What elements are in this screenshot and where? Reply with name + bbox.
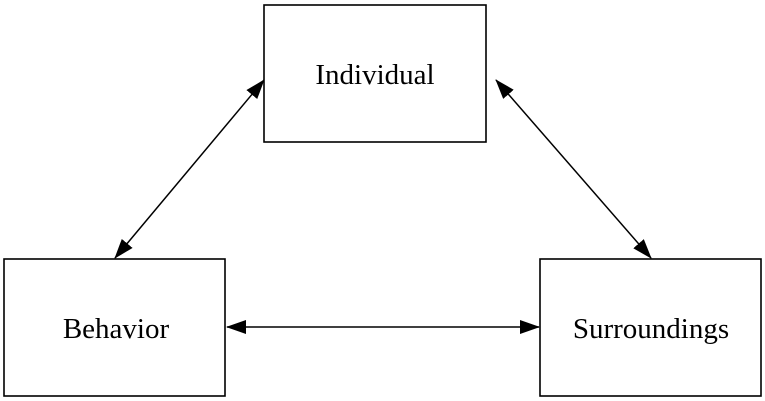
node-individual-label: Individual (315, 59, 434, 91)
edge-individual-behavior (114, 79, 265, 259)
edge-individual-surroundings (495, 79, 652, 259)
node-behavior-box (3, 258, 226, 397)
node-behavior-label: Behavior (63, 313, 170, 345)
node-surroundings-label: Surroundings (573, 313, 729, 345)
node-behavior: Behavior (3, 258, 226, 397)
node-individual: Individual (263, 4, 487, 143)
node-individual-box (263, 4, 487, 143)
node-surroundings-box (539, 258, 762, 397)
node-surroundings: Surroundings (539, 258, 762, 397)
